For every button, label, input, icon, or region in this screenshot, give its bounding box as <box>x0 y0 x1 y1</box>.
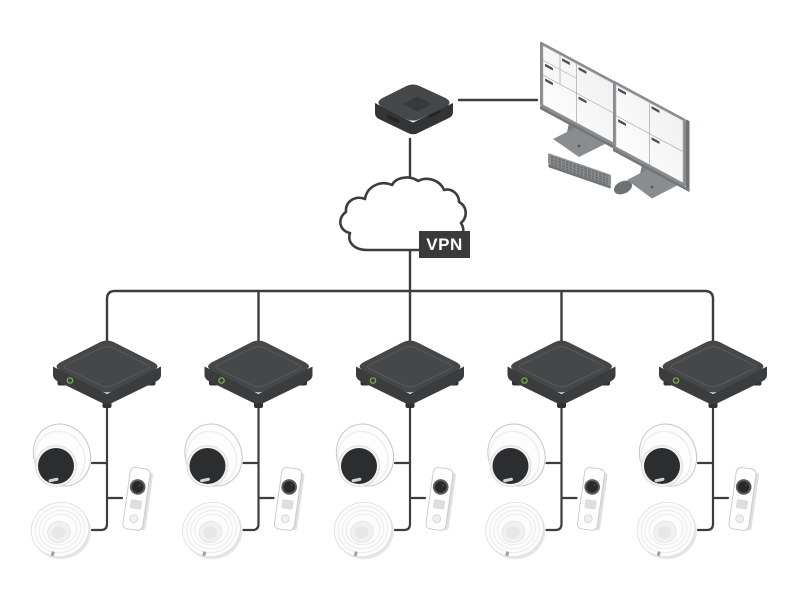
bus-cable <box>105 289 715 347</box>
site-group-1 <box>30 340 161 560</box>
recorder-icon <box>356 340 464 408</box>
site-group-3 <box>333 340 464 560</box>
dome-camera-icon <box>184 423 243 487</box>
mouse-icon <box>613 180 633 195</box>
recorder-icon <box>204 340 313 408</box>
door-station-icon <box>425 467 456 531</box>
site-group-4 <box>485 340 616 560</box>
site-group-2 <box>182 340 313 560</box>
sites-layer <box>30 340 767 560</box>
recorder-icon <box>507 340 616 408</box>
monitor-right-icon <box>613 80 690 193</box>
ceiling-speaker-icon <box>485 501 546 560</box>
site-wiring <box>545 402 578 532</box>
ceiling-speaker-icon <box>636 501 697 560</box>
dome-camera-icon <box>335 423 395 487</box>
site-wiring <box>696 402 730 532</box>
vpn-badge <box>419 231 470 258</box>
recorder-icon <box>659 340 767 408</box>
dome-camera-icon <box>32 423 92 487</box>
door-station-icon <box>122 467 153 531</box>
site-wiring <box>393 402 427 532</box>
door-station-icon <box>273 467 305 531</box>
status-led <box>672 377 680 384</box>
vpn-label: VPN <box>426 235 462 254</box>
backbone-wiring <box>105 98 715 347</box>
ceiling-speaker-icon <box>30 501 91 560</box>
door-station-icon <box>728 467 759 531</box>
door-station-icon <box>576 467 608 531</box>
vpn-cloud-icon: VPN <box>339 176 470 258</box>
status-led <box>521 377 528 384</box>
status-led <box>218 377 225 384</box>
monitor-left-icon <box>540 41 621 153</box>
dome-camera-icon <box>487 423 546 487</box>
status-led <box>369 377 377 384</box>
site-wiring <box>242 402 275 532</box>
status-led <box>66 377 74 384</box>
operator-workstation-icon <box>540 41 690 199</box>
ceiling-speaker-icon <box>182 501 243 560</box>
dome-camera-icon <box>638 423 698 487</box>
site-wiring <box>90 402 124 532</box>
recording-server-icon <box>375 84 453 135</box>
recorder-icon <box>53 340 161 408</box>
keyboard-icon <box>548 153 611 189</box>
site-group-5 <box>636 340 767 560</box>
ceiling-speaker-icon <box>333 501 394 560</box>
